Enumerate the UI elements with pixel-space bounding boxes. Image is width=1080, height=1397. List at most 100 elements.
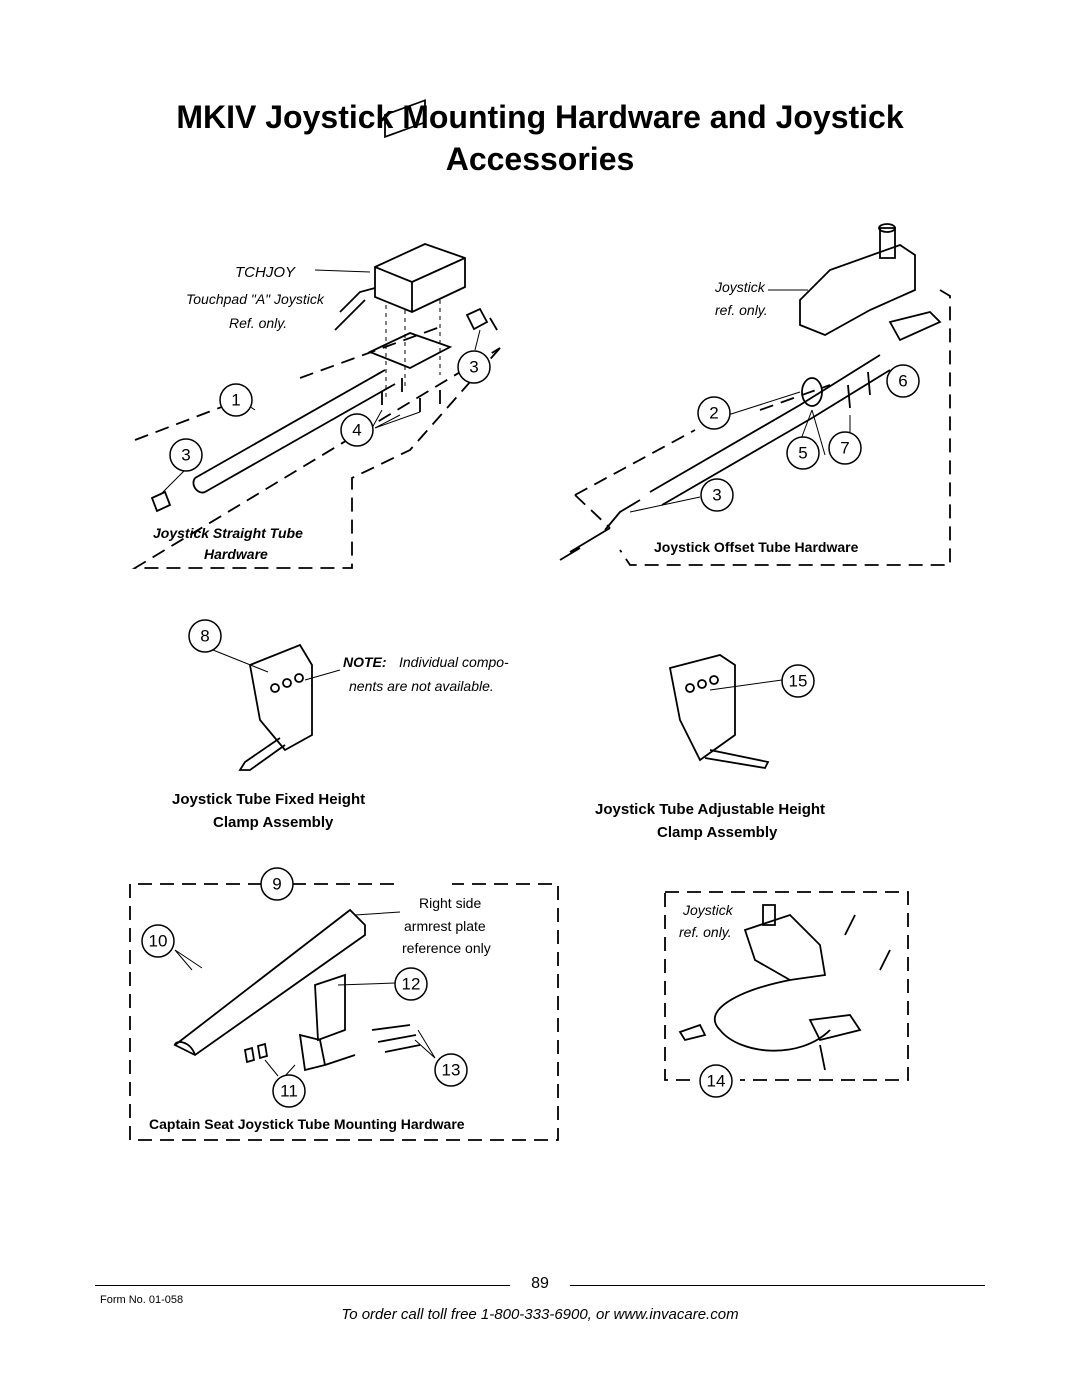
caption-fixed-clamp-2: Clamp Assembly [213,814,334,831]
callout-10: 10 [149,932,168,951]
captain-bracket-icon [314,973,346,1042]
screws-icon [381,378,441,412]
joystick-ref-dashed-border [664,891,909,1081]
title-line-2: Accessories [445,141,635,177]
callout-circle-11 [272,1074,306,1108]
callout-12: 12 [402,975,421,994]
caption-fixed-clamp-1: Joystick Tube Fixed Height [172,791,365,808]
captain-bolts-icon [371,1024,421,1053]
captain-seat-panel [129,883,559,1141]
end-cap-right-icon [465,307,489,331]
callout-4: 4 [352,421,361,440]
footer-rule-left [95,1285,510,1286]
label-right-side: Right side [419,895,481,911]
fixed-clamp-leader [212,649,341,681]
callout-circle-13 [434,1053,468,1087]
offset-tube-ring [801,377,823,407]
fixed-clamp-bolt-2 [282,678,292,688]
callout-circle-3a [169,438,203,472]
callout-8: 8 [200,627,209,646]
label-touchpad-joystick: Touchpad "A" Joystick [186,291,325,307]
straight-tube-leader-lines [159,269,481,496]
callout-circle-5 [786,436,820,470]
plate-dashed-guides [385,300,441,398]
form-number: Form No. 01-058 [100,1294,184,1306]
touchpad-joystick-body [374,243,466,313]
callout-3b: 3 [469,358,478,377]
page-number: 89 [531,1275,549,1292]
touchpad-screen [384,99,426,139]
ref-mount-bracket-icon [808,1014,862,1042]
adjustable-clamp-bolt-3 [709,675,719,685]
joystick-ref-panel [664,891,909,1081]
captain-spacers-icon [243,1042,269,1064]
tube-end-cap-icon [150,490,172,513]
callout-1: 1 [231,391,240,410]
caption-straight-tube-1: Joystick Straight Tube [153,525,303,541]
offset-joystick-body [799,244,916,336]
callout-11: 11 [280,1082,298,1101]
label-offset-ref: ref. only. [715,302,768,318]
offset-screws-icon [847,371,871,409]
callout-circle-12 [394,967,428,1001]
offset-bracket-icon [888,311,942,342]
order-info: To order call toll free 1-800-333-6900, … [341,1306,739,1323]
straight-tube [192,369,396,494]
callout-2: 2 [709,404,718,423]
label-tchjoy: TCHJOY [235,264,296,281]
callout-6: 6 [898,372,907,391]
adjustable-clamp-body [668,654,736,762]
callout-circle-1 [219,383,253,417]
callout-circle-10 [141,924,175,958]
title-line-1: MKIV Joystick Mounting Hardware and Joys… [176,99,904,135]
callout-7: 7 [840,439,849,458]
label-ref-only: ref. only. [679,924,732,940]
offset-tube-panel [559,223,951,566]
label-armrest-plate: armrest plate [404,918,486,934]
caption-captain-seat: Captain Seat Joystick Tube Mounting Hard… [149,1116,465,1132]
offset-tube-dashed-border [574,289,951,566]
callout-13: 13 [442,1061,461,1080]
label-ref-joystick: Joystick [682,902,734,918]
touchpad-connector-icon [334,287,376,331]
captain-leader-lines [174,911,436,1077]
offset-joystick-knob-icon [879,227,896,259]
footer-rule-right [570,1285,985,1286]
ref-joystick-knob-icon [762,904,776,926]
ref-joystick-body [743,913,827,981]
fixed-clamp-panel [212,643,341,771]
adjustable-clamp-lever-icon [704,749,770,769]
captain-knob-icon [298,1033,356,1072]
adjustable-clamp-panel [668,654,783,769]
ref-joystick-cable-icon [713,979,831,1052]
callout-circle-3c [700,478,734,512]
offset-cable-icon [559,527,611,561]
caption-adjustable-clamp-1: Joystick Tube Adjustable Height [595,801,825,818]
caption-offset-tube: Joystick Offset Tube Hardware [654,539,859,555]
callout-circle-15 [781,664,815,698]
straight-tube-panel [131,99,501,569]
label-reference-only: reference only [402,940,491,956]
label-offset-joystick: Joystick [714,279,766,295]
mounting-plate [367,332,453,369]
fixed-clamp-body [248,643,313,752]
callout-14: 14 [707,1072,726,1091]
offset-tube [604,354,891,531]
adjustable-clamp-bolt-2 [697,679,707,689]
callout-circle-2 [697,396,731,430]
callout-circle-3b [457,350,491,384]
fixed-clamp-bolt-1 [270,683,280,693]
caption-adjustable-clamp-2: Clamp Assembly [657,824,778,841]
callout-3a: 3 [181,446,190,465]
ref-connector-icon [678,1023,707,1042]
callout-5: 5 [798,444,807,463]
callout-circle-9 [260,867,294,901]
callout-circle-4 [340,413,374,447]
callout-circle-7 [828,431,862,465]
fixed-clamp-lever-icon [238,737,286,771]
label-straight-ref: Ref. only. [229,315,287,331]
callout-3c: 3 [712,486,721,505]
note-text-1: Individual compo- [399,654,509,670]
captain-seat-dashed-border [129,883,559,1141]
